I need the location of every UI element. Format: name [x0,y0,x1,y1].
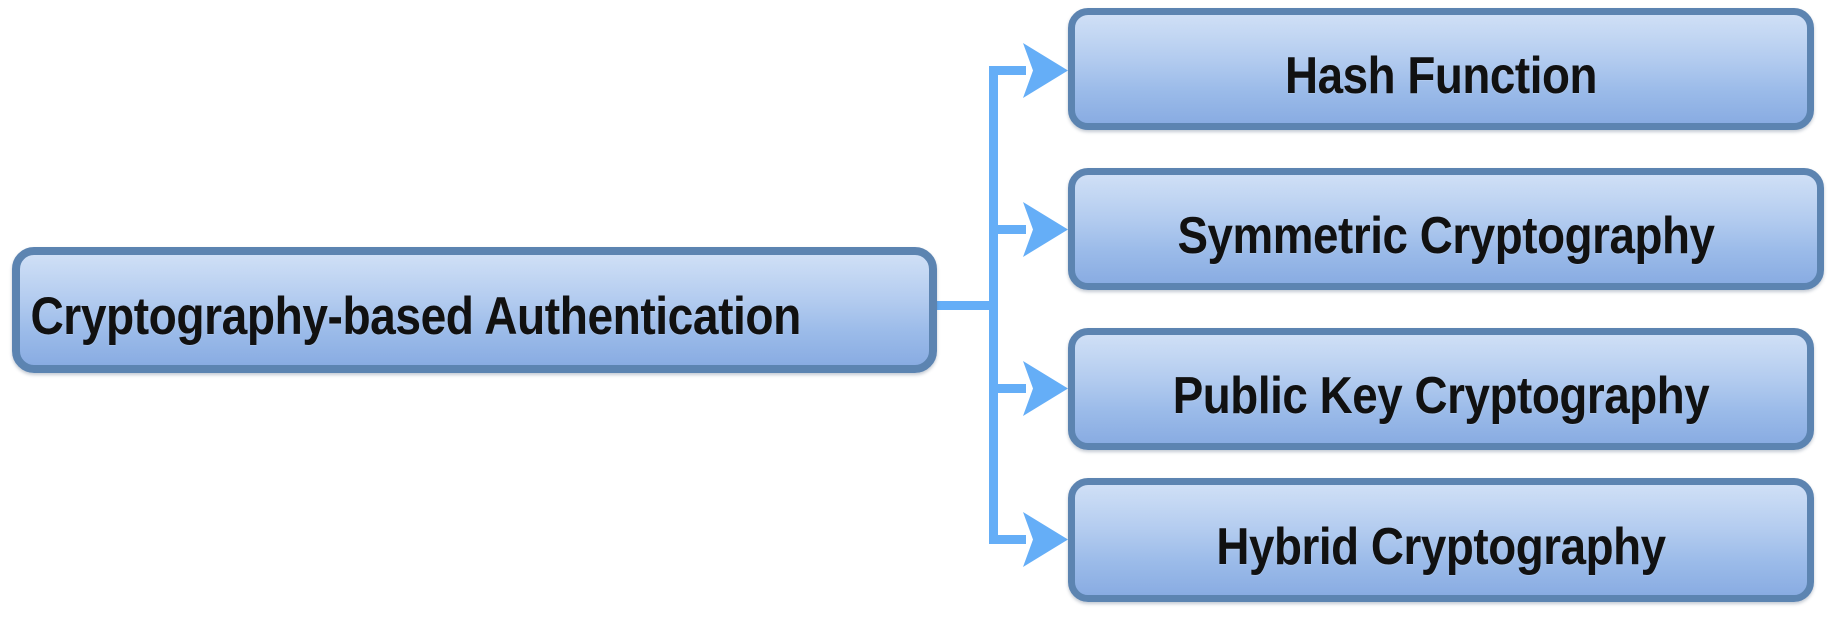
node-label-hybrid-cryptography: Hybrid Cryptography [1216,518,1666,576]
connector-branch-hybrid [994,535,1026,544]
node-hash-function[interactable]: Hash Function [1068,8,1814,130]
node-label-root: Cryptography-based Authentication [30,286,801,346]
node-label-hash-function: Hash Function [1284,47,1598,105]
arrow-icon-symm [1023,202,1068,257]
arrow-icon-public [1023,361,1068,416]
node-public-key-cryptography[interactable]: Public Key Cryptography [1068,328,1814,450]
connector-branch-hash [994,66,1026,75]
arrow-icon-hybrid [1023,512,1068,567]
arrow-icon-hash [1023,43,1068,98]
node-symmetric-cryptography[interactable]: Symmetric Cryptography [1068,168,1824,290]
connector-branch-public [994,384,1026,393]
node-hybrid-cryptography[interactable]: Hybrid Cryptography [1068,478,1814,602]
connector-branch-symm [994,225,1026,234]
node-label-public-key-cryptography: Public Key Cryptography [1172,367,1710,425]
connector-root-stem [937,301,994,310]
node-cryptography-based-authentication[interactable]: Cryptography-based Authentication [12,247,937,373]
connector-trunk-vertical [989,66,998,544]
node-label-symmetric-cryptography: Symmetric Cryptography [1177,207,1715,265]
